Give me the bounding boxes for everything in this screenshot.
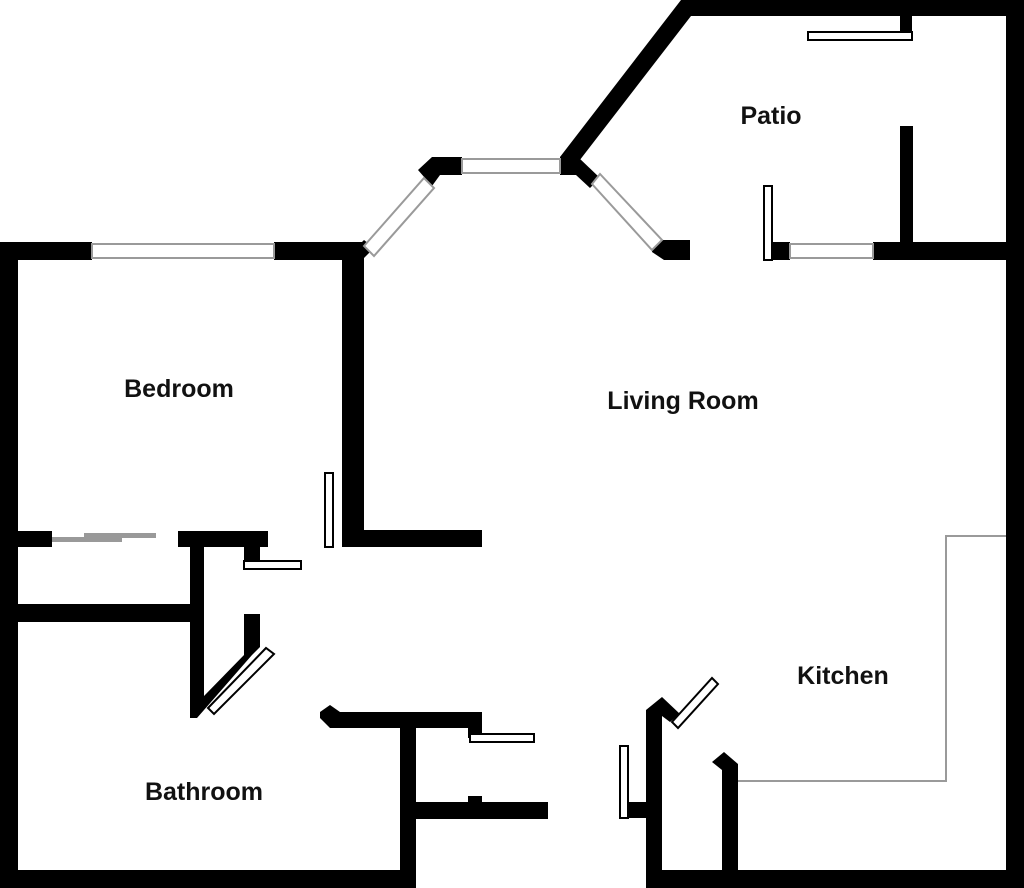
door-closet[interactable]: [243, 560, 302, 570]
wall-patio-diagonal: [560, 0, 698, 165]
wall-patio-north-stub: [900, 16, 912, 34]
door-patio-entry[interactable]: [763, 185, 773, 261]
closet-sliding-doors: [52, 533, 156, 542]
wall-east: [1006, 0, 1024, 888]
wall-patio-south-right: [873, 242, 1024, 260]
wall-bay-corner-left: [418, 157, 462, 186]
door-hall-closet[interactable]: [469, 733, 535, 743]
wall-living-stub: [342, 530, 482, 547]
door-kitchen-upper[interactable]: [670, 676, 720, 730]
wall-bedroom-north-right: [274, 242, 364, 260]
wall-patio-south-left: [772, 242, 790, 260]
wall-kitchen-door-stub: [628, 802, 652, 818]
windows: [91, 158, 874, 259]
window-bay-center: [461, 158, 561, 174]
room-label-kitchen: Kitchen: [797, 662, 889, 690]
wall-hall-closet-stub: [468, 796, 482, 804]
door-patio-north[interactable]: [807, 31, 913, 41]
wall-kitchen-right: [712, 752, 738, 888]
wall-bay-corner-right: [560, 157, 600, 188]
door-bedroom[interactable]: [324, 472, 334, 548]
wall-closet-east: [190, 531, 204, 621]
wall-patio-north: [681, 0, 1024, 16]
window-bedroom: [91, 243, 275, 259]
wall-south-bathroom: [0, 870, 416, 888]
wall-west: [0, 242, 18, 888]
wall-closet-door-stub: [244, 531, 260, 561]
closet-slider-right[interactable]: [84, 533, 156, 538]
room-label-bedroom: Bedroom: [124, 375, 234, 403]
wall-kitchen-left: [646, 697, 680, 888]
wall-bedroom-north-left: [0, 242, 92, 260]
doors: [206, 31, 913, 819]
room-label-patio: Patio: [740, 102, 801, 130]
door-bathroom[interactable]: [206, 646, 276, 716]
wall-hall-closet-door-stub: [468, 712, 482, 738]
window-patio-south: [789, 243, 874, 259]
window-bay-right: [590, 172, 664, 252]
wall-bay-lower-right: [652, 240, 690, 260]
door-kitchen-lower[interactable]: [619, 745, 629, 819]
wall-patio-divider: [900, 126, 913, 252]
wall-bedroom-east: [342, 242, 364, 547]
room-label-living-room: Living Room: [607, 387, 758, 415]
wall-south-kitchen: [646, 870, 1024, 888]
wall-hall-closet-south: [400, 802, 548, 819]
window-bay-left: [362, 176, 436, 258]
wall-bathroom-east: [400, 712, 416, 888]
closet-slider-left[interactable]: [52, 537, 122, 542]
wall-bathroom-north: [0, 604, 204, 622]
kitchen-counter: [738, 535, 1006, 782]
wall-bathroom-angle: [190, 604, 260, 718]
room-label-bathroom: Bathroom: [145, 778, 263, 806]
room-labels: Patio Bedroom Living Room Kitchen Bathro…: [124, 102, 889, 806]
wall-closet-north-left: [0, 531, 52, 547]
